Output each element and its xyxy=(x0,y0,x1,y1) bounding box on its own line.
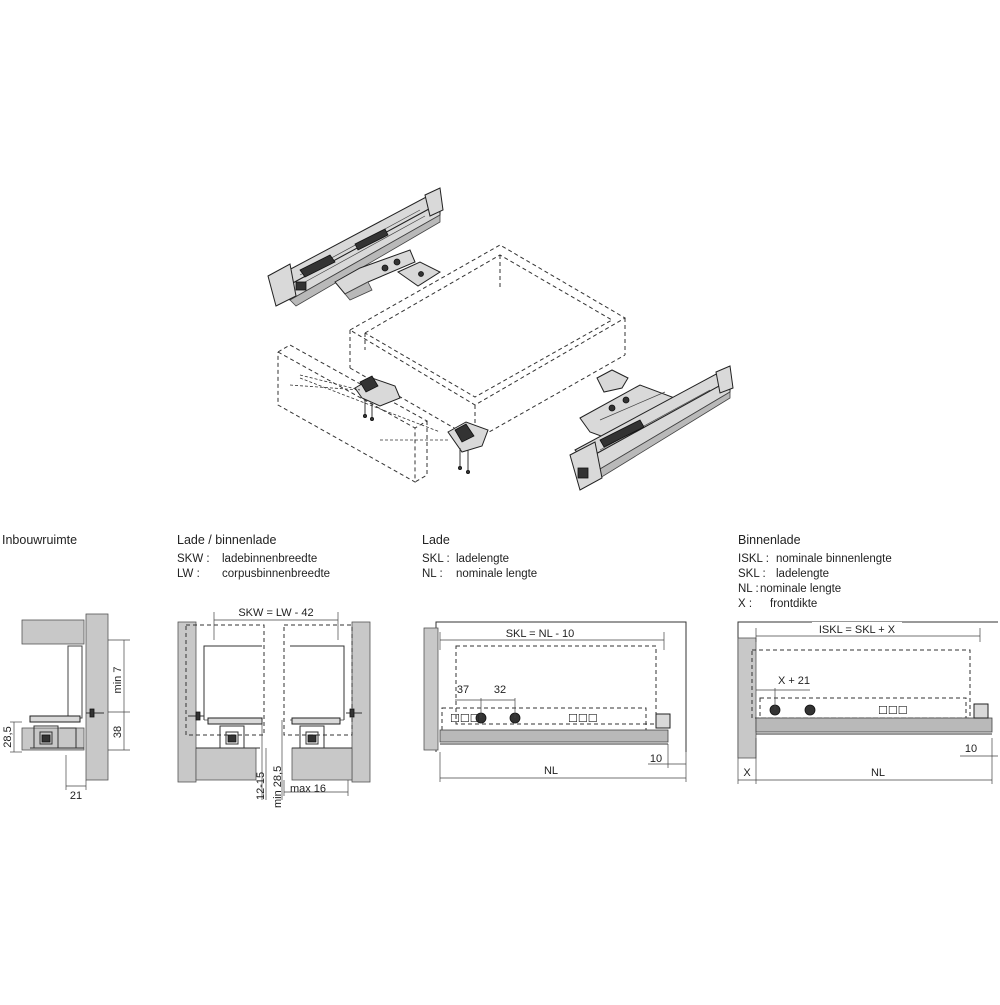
panel-title: Lade xyxy=(422,533,450,547)
legend-text: corpusbinnenbreedte xyxy=(222,568,330,580)
legend-text: ladelengte xyxy=(456,553,509,565)
svg-text:☐☐☐: ☐☐☐ xyxy=(878,705,908,717)
side-section-binnenlade: ☐☐☐ xyxy=(737,621,998,759)
dim-32: 32 xyxy=(494,684,506,696)
panel-title: Lade / binnenlade xyxy=(177,533,276,547)
dim-10: 10 xyxy=(650,753,662,765)
legend-abbr: X : xyxy=(738,598,752,610)
dim-skw: SKW = LW - 42 xyxy=(238,607,313,619)
left-coupling xyxy=(334,249,442,301)
dim-skl: SKL = NL - 10 xyxy=(506,628,575,640)
legend-text: ladebinnenbreedte xyxy=(222,553,317,565)
runner-profile-left xyxy=(196,725,260,749)
dim-max-16: max 16 xyxy=(290,783,326,795)
dim-nl: NL xyxy=(544,765,558,777)
front-bracket-left xyxy=(354,375,401,421)
legend-text: nominale binnenlengte xyxy=(776,553,892,565)
legend-abbr: SKL : xyxy=(738,568,766,580)
dim-min-top: min 7 xyxy=(112,667,124,694)
legend-abbr: NL : xyxy=(738,583,759,595)
legend-text: frontdikte xyxy=(770,598,817,610)
panel-binnenlade: Binnenlade ISKL : nominale binnenlengte … xyxy=(737,533,998,784)
panel-lade: Lade SKL : ladelengte NL : nominale leng… xyxy=(422,533,687,782)
panel-lade-binnenlade: Lade / binnenlade SKW : ladebinnenbreedt… xyxy=(177,533,371,808)
drawer-box xyxy=(349,244,626,441)
side-section-lade: ☐☐☐ ☐☐☐ xyxy=(423,621,687,752)
dim-iskl: ISKL = SKL + X xyxy=(819,624,896,636)
dim-x-21: X + 21 xyxy=(778,675,810,687)
dim-28-5: 28,5 xyxy=(2,726,14,747)
right-runner xyxy=(569,365,734,491)
svg-text:☐☐☐: ☐☐☐ xyxy=(568,713,598,725)
legend-abbr: ISKL : xyxy=(738,553,769,565)
dim-nl: NL xyxy=(871,767,885,779)
left-runner xyxy=(267,187,444,307)
svg-text:☐☐☐: ☐☐☐ xyxy=(450,713,480,725)
pin-icon xyxy=(769,704,816,716)
dims-binnenlade: ISKL = SKL + X X + 21 X NL 10 xyxy=(737,622,998,784)
screw-icon xyxy=(346,708,362,718)
dim-37: 37 xyxy=(457,684,469,696)
dims-inbouwruimte: min 7 38 28,5 21 xyxy=(2,639,130,802)
dim-min-28-5: min 28,5 xyxy=(272,766,284,808)
screw-icon xyxy=(86,708,104,718)
panel-title: Inbouwruimte xyxy=(2,533,77,547)
legend-text: nominale lengte xyxy=(760,583,841,595)
legend-abbr: NL : xyxy=(422,568,443,580)
dim-x: X xyxy=(743,767,751,779)
legend-abbr: SKW : xyxy=(177,553,210,565)
screw-icon xyxy=(188,711,204,721)
runner-profile-right xyxy=(292,725,352,749)
panel-title: Binnenlade xyxy=(738,533,801,547)
legend-abbr: SKL : xyxy=(422,553,450,565)
isometric-assembly xyxy=(267,187,734,491)
front-bracket-right xyxy=(447,421,489,474)
cabinet-section xyxy=(21,613,109,781)
dim-21: 21 xyxy=(70,790,82,802)
dim-12-15: 12-15 xyxy=(255,772,267,800)
legend-text: nominale lengte xyxy=(456,568,537,580)
dims-lade: SKL = NL - 10 37 32 NL 10 xyxy=(439,626,687,782)
legend-abbr: LW : xyxy=(177,568,200,580)
dim-10: 10 xyxy=(965,743,977,755)
dims-lade-binnenlade: SKW = LW - 42 12-15 min 28,5 max 16 xyxy=(213,606,349,808)
dim-38: 38 xyxy=(112,726,124,738)
panel-inbouwruimte: Inbouwruimte min 7 xyxy=(2,533,130,802)
legend-text: ladelengte xyxy=(776,568,829,580)
cabinet-section xyxy=(177,621,371,783)
pin-icon xyxy=(475,712,521,724)
drawer-front xyxy=(277,344,450,483)
runner-profile xyxy=(30,725,84,749)
